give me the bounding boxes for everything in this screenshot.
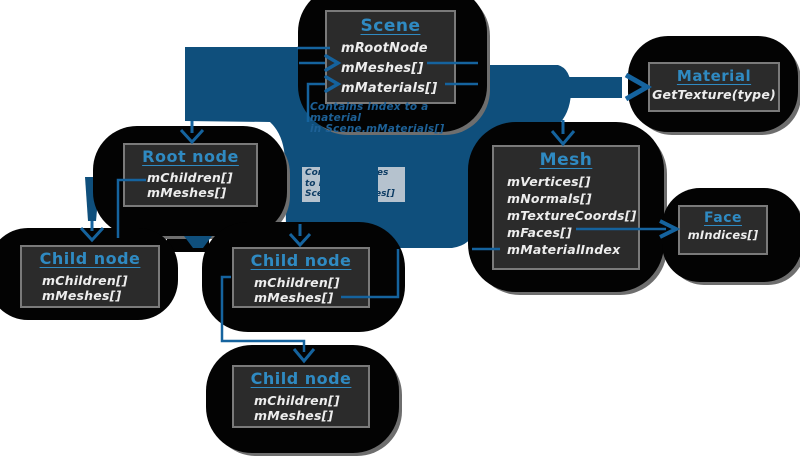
root-member-mmeshes: mMeshes[] [147, 185, 227, 200]
child-middle-member-mmeshes: mMeshes[] [254, 290, 334, 305]
child-left-member-mchildren: mChildren[] [42, 273, 128, 288]
child-left-title: Child node [39, 249, 141, 268]
material-annotation: Contains index to a material in Scene.mM… [310, 102, 480, 135]
root-member-mchildren: mChildren[] [147, 170, 233, 185]
annotation-cover-shape [320, 164, 378, 204]
mesh-box: Mesh mVertices[] mNormals[] mTextureCoor… [492, 145, 640, 270]
material-title: Material [676, 67, 752, 85]
child-middle-title: Child node [250, 251, 352, 270]
face-box: Face mIndices[] [678, 205, 768, 255]
scene-member-mrootnode: mRootNode [341, 41, 428, 56]
root-node-box: Root node mChildren[] mMeshes[] [123, 143, 258, 207]
mesh-member-mtexturecoords: mTextureCoords[] [507, 208, 637, 223]
material-member-gettexture: GetTexture(type) [652, 87, 776, 102]
root-node-title: Root node [142, 147, 239, 166]
material-annotation-line2: in Scene.mMaterials[] [310, 123, 445, 135]
scene-box: Scene mRootNode mMeshes[] mMaterials[] [325, 10, 456, 104]
child-node-bottom-box: Child node mChildren[] mMeshes[] [232, 365, 370, 428]
scene-member-mmaterials: mMaterials[] [341, 81, 438, 96]
child-bottom-member-mmeshes: mMeshes[] [254, 408, 334, 423]
mesh-member-mnormals: mNormals[] [507, 191, 592, 206]
mesh-title: Mesh [539, 150, 593, 170]
child-node-left-box: Child node mChildren[] mMeshes[] [20, 245, 160, 308]
mesh-member-mvertices: mVertices[] [507, 174, 591, 189]
child-node-middle-box: Child node mChildren[] mMeshes[] [232, 247, 370, 308]
child-bottom-title: Child node [250, 369, 352, 388]
face-title: Face [704, 210, 742, 226]
scene-title: Scene [360, 16, 421, 36]
child-middle-member-mchildren: mChildren[] [254, 275, 340, 290]
material-annotation-line1: Contains index to a material [310, 101, 429, 124]
face-member-mindices: mIndices[] [687, 228, 759, 242]
flow-bar-material [556, 77, 622, 98]
scene-member-mmeshes: mMeshes[] [341, 61, 424, 76]
child-left-member-mmeshes: mMeshes[] [42, 288, 122, 303]
material-box: Material GetTexture(type) [648, 62, 780, 112]
mesh-member-mfaces: mFaces[] [507, 225, 572, 240]
child-bottom-member-mchildren: mChildren[] [254, 393, 340, 408]
mesh-member-mmaterialindex: mMaterialIndex [507, 242, 621, 257]
